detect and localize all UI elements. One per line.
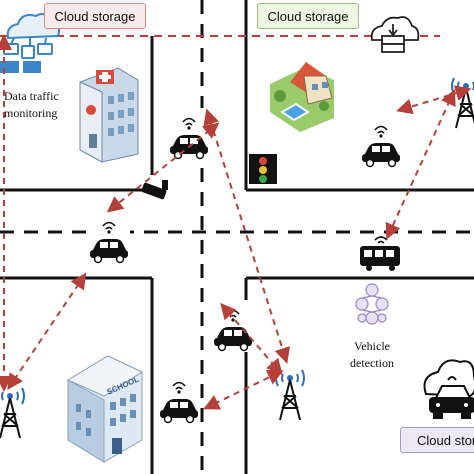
vehicle-detection-line-2: detection	[350, 356, 394, 370]
data-traffic-line-1: Data traffic	[4, 89, 59, 103]
data-link-arrow	[203, 370, 284, 410]
data-link-arrow	[396, 85, 472, 115]
car-icon	[360, 116, 402, 168]
cell-tower-icon	[275, 369, 305, 421]
data-links	[0, 34, 472, 410]
cell-tower-icon	[451, 77, 474, 129]
data-traffic-line-2: monitoring	[4, 106, 58, 120]
vehicle-detection-icon	[355, 283, 389, 325]
vehicle-detection-caption: Vehicle detection	[337, 338, 407, 372]
data-link-arrow	[7, 272, 87, 390]
school-icon: SCHOOL	[66, 355, 144, 463]
bus-icon	[360, 236, 400, 271]
cell-tower-icon	[0, 387, 25, 439]
vehicle-detection-line-1: Vehicle	[354, 339, 390, 353]
car-icon	[158, 372, 200, 424]
cloud-storage-label-1: Cloud storage	[44, 3, 146, 29]
cloud-download-icon	[370, 16, 420, 53]
cloud-car-icon	[423, 359, 474, 419]
car-icon	[168, 108, 210, 160]
cctv-camera-icon	[141, 180, 168, 200]
data-link-arrow	[385, 89, 456, 240]
car-icon	[212, 300, 254, 352]
data-traffic-caption: Data traffic monitoring	[4, 88, 74, 122]
cloud-storage-label-3: Cloud storag	[400, 427, 474, 453]
house-icon	[270, 62, 334, 132]
cloud-storage-label-2: Cloud storage	[257, 3, 359, 29]
data-link-arrow	[220, 302, 283, 376]
traffic-light-icon	[249, 154, 277, 184]
car-icon	[88, 212, 130, 264]
hospital-icon	[79, 67, 139, 163]
